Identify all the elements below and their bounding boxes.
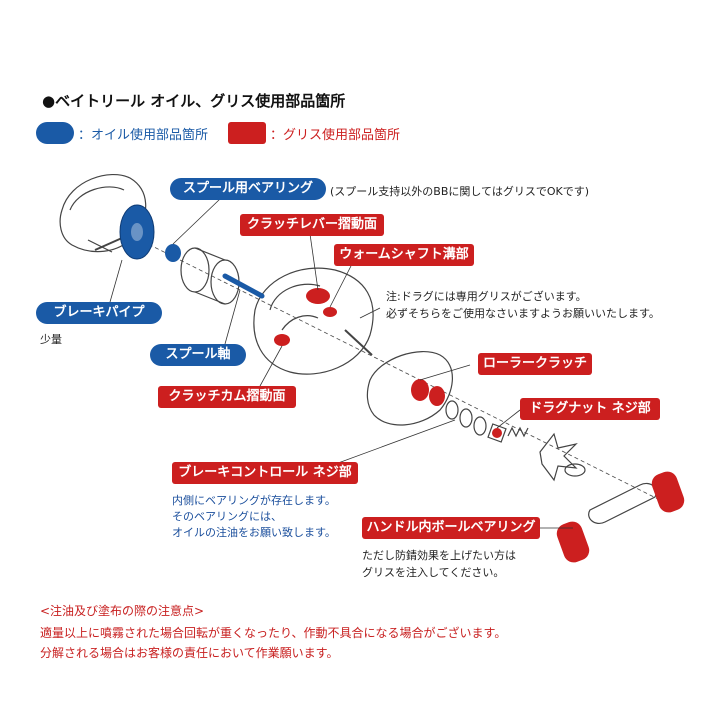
legend-grease-label: ：グリス使用部品箇所 (270, 128, 401, 143)
clutch-cam-grease-part (274, 334, 290, 346)
brake-pipe-note: 少量 (40, 333, 62, 346)
brake-control-note-2: そのベアリングには、 (172, 510, 282, 523)
spool-bearing-label: スプール用ベアリング (170, 178, 326, 200)
drag-note-2: 必ずそちらをご使用なさいますようお願いいたします。 (386, 307, 660, 320)
reel-frame (253, 267, 374, 375)
page-title: ●ベイトリール オイル、グリス使用部品箇所 (42, 92, 346, 110)
brake-control-note-3: オイルの注油をお願い致します。 (172, 526, 336, 539)
worm-shaft-grease-part (323, 307, 337, 317)
spool-flange-1 (180, 247, 210, 293)
drag-nut-grease-part (492, 428, 502, 438)
spool-bearing-note: (スプール支持以外のBBに関してはグリスでOKです) (330, 185, 589, 198)
drag-nut-label: ドラグナット ネジ部 (520, 398, 660, 420)
roller-clutch-grease-part (411, 379, 429, 401)
legend-grease-swatch (228, 122, 266, 144)
brake-control-note-1: 内側にベアリングが存在します。 (172, 494, 336, 507)
clutch-cam-label: クラッチカム摺動面 (158, 386, 296, 408)
caution-line-1: 適量以上に噴霧された場合回転が重くなったり、作動不具合になる場合がございます。 (40, 626, 507, 640)
legend-oil-label: ：オイル使用部品箇所 (78, 128, 209, 143)
handle-bearing-label: ハンドル内ボールベアリング (362, 517, 540, 539)
brake-pipe-label: ブレーキパイプ (36, 302, 162, 324)
brake-pipe-oil-part (119, 204, 155, 260)
roller-clutch-label: ローラークラッチ (478, 353, 592, 375)
spool-bearing-oil-part (165, 244, 181, 262)
handle-knob-1 (556, 521, 590, 563)
worm-shaft-label: ウォームシャフト溝部 (334, 244, 474, 266)
handle-note-2: グリスを注入してください。 (362, 566, 505, 579)
spool-shaft-oil-part (222, 273, 265, 299)
spool-shaft-label: スプール軸 (150, 344, 246, 366)
caution-line-2: 分解される場合はお客様の責任において作業願います。 (40, 646, 339, 660)
legend-oil-swatch (36, 122, 74, 144)
brake-control-label: ブレーキコントロール ネジ部 (172, 462, 358, 484)
handle-knob-2 (651, 471, 685, 513)
caution-heading: <注油及び塗布の際の注意点> (40, 604, 205, 618)
handle-arm (588, 482, 657, 524)
brake-pipe-rod (94, 237, 123, 251)
clutch-lever-grease-part (306, 288, 330, 304)
star-drag (539, 432, 578, 482)
drag-note-1: 注:ドラグには専用グリスがございます。 (386, 290, 587, 303)
side-plate-right (366, 351, 453, 426)
handle-note-1: ただし防錆効果を上げたい方は (362, 549, 516, 562)
clutch-lever-label: クラッチレバー摺動面 (240, 214, 384, 236)
